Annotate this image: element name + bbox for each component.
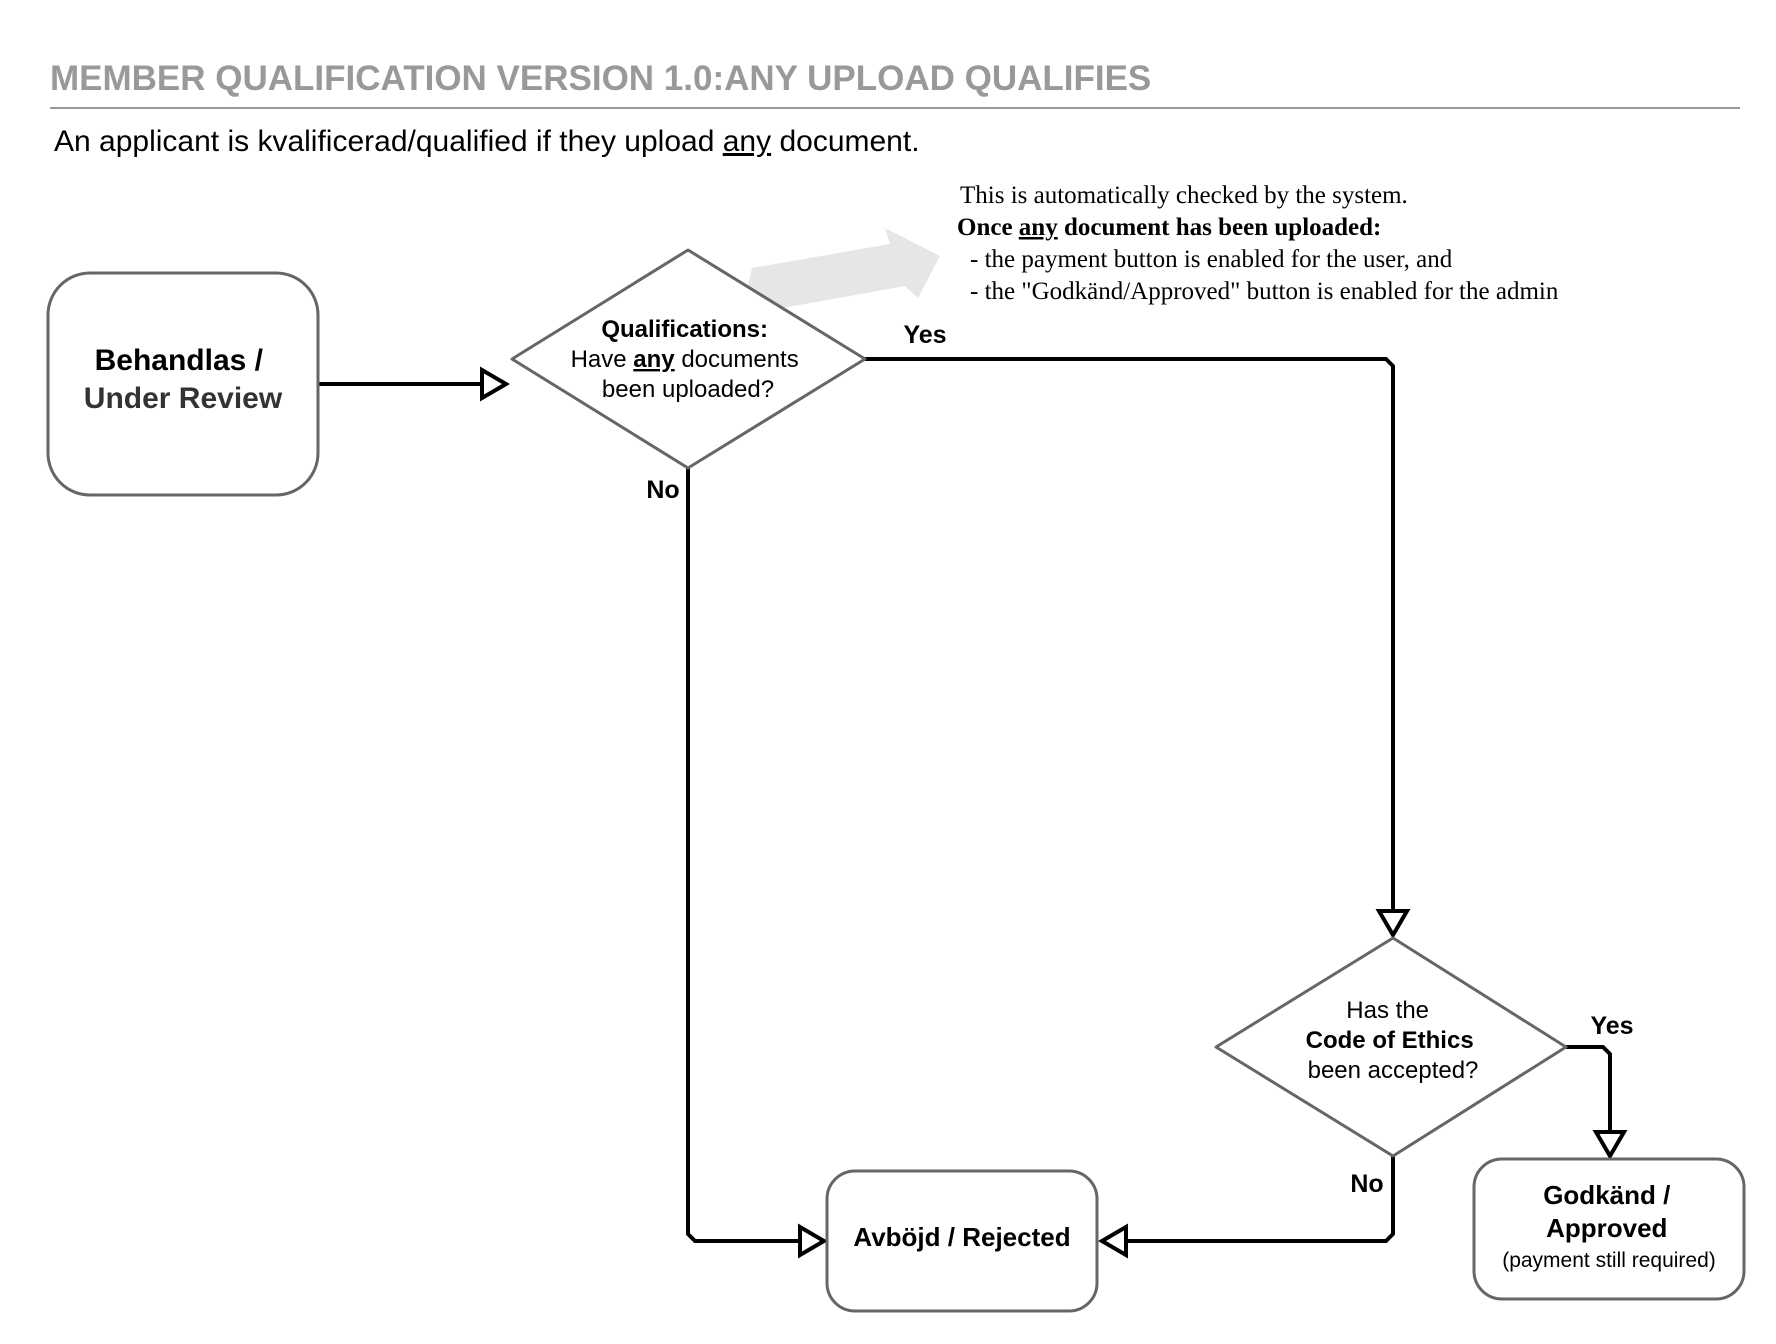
- node-qualifications-label: Qualifications: Have any documents been …: [571, 316, 806, 403]
- arrowhead-qualifications: [480, 366, 510, 402]
- node-under-review: Behandlas / Under Review: [46, 271, 320, 497]
- node-code-of-ethics-diamond: [1214, 936, 1568, 1158]
- arrowhead-code-of-ethics: [1375, 909, 1411, 939]
- edge-label-qualifications-no: No: [646, 476, 679, 504]
- arrowhead-rejected-left: [798, 1223, 828, 1259]
- node-approved: Godkänd / Approved (payment still requir…: [1472, 1157, 1746, 1301]
- node-under-review-label: Behandlas / Under Review: [84, 344, 283, 415]
- node-approved-label: Godkänd / Approved (payment still requir…: [1502, 1180, 1716, 1272]
- node-rejected-box: [825, 1169, 1099, 1313]
- connector-qualifications-no: [686, 464, 800, 1243]
- edge-label-ethics-no: No: [1350, 1170, 1383, 1198]
- node-code-of-ethics-label: Has the Code of Ethics been accepted?: [1306, 997, 1481, 1084]
- connector-qualifications-yes: [863, 357, 1395, 910]
- connector-ethics-yes: [1564, 1045, 1612, 1132]
- connectors: [316, 357, 1628, 1259]
- node-under-review-box: [46, 271, 320, 497]
- edge-label-ethics-yes: Yes: [1590, 1012, 1633, 1040]
- page-subtitle: An applicant is kvalificerad/qualified i…: [54, 125, 920, 158]
- node-qualifications-diamond: [510, 248, 867, 470]
- arrowhead-rejected-right: [1098, 1223, 1128, 1259]
- note-line-1: This is automatically checked by the sys…: [960, 182, 1408, 209]
- node-qualifications: Qualifications: Have any documents been …: [510, 248, 867, 470]
- callout-arrow: [742, 228, 940, 312]
- note-line-3: - the payment button is enabled for the …: [970, 246, 1453, 273]
- edge-label-qualifications-yes: Yes: [903, 321, 946, 349]
- node-rejected: Avböjd / Rejected: [825, 1169, 1099, 1313]
- node-rejected-label: Avböjd / Rejected: [853, 1222, 1070, 1252]
- arrowhead-approved: [1592, 1130, 1628, 1160]
- node-approved-box: [1472, 1157, 1746, 1301]
- system-note: This is automatically checked by the sys…: [957, 182, 1559, 305]
- node-code-of-ethics: Has the Code of Ethics been accepted?: [1214, 936, 1568, 1158]
- note-line-2: Once any document has been uploaded:: [957, 214, 1381, 241]
- connector-ethics-no: [1127, 1152, 1395, 1243]
- note-line-4: - the "Godkänd/Approved" button is enabl…: [970, 278, 1559, 305]
- page-title: MEMBER QUALIFICATION VERSION 1.0:ANY UPL…: [50, 59, 1151, 98]
